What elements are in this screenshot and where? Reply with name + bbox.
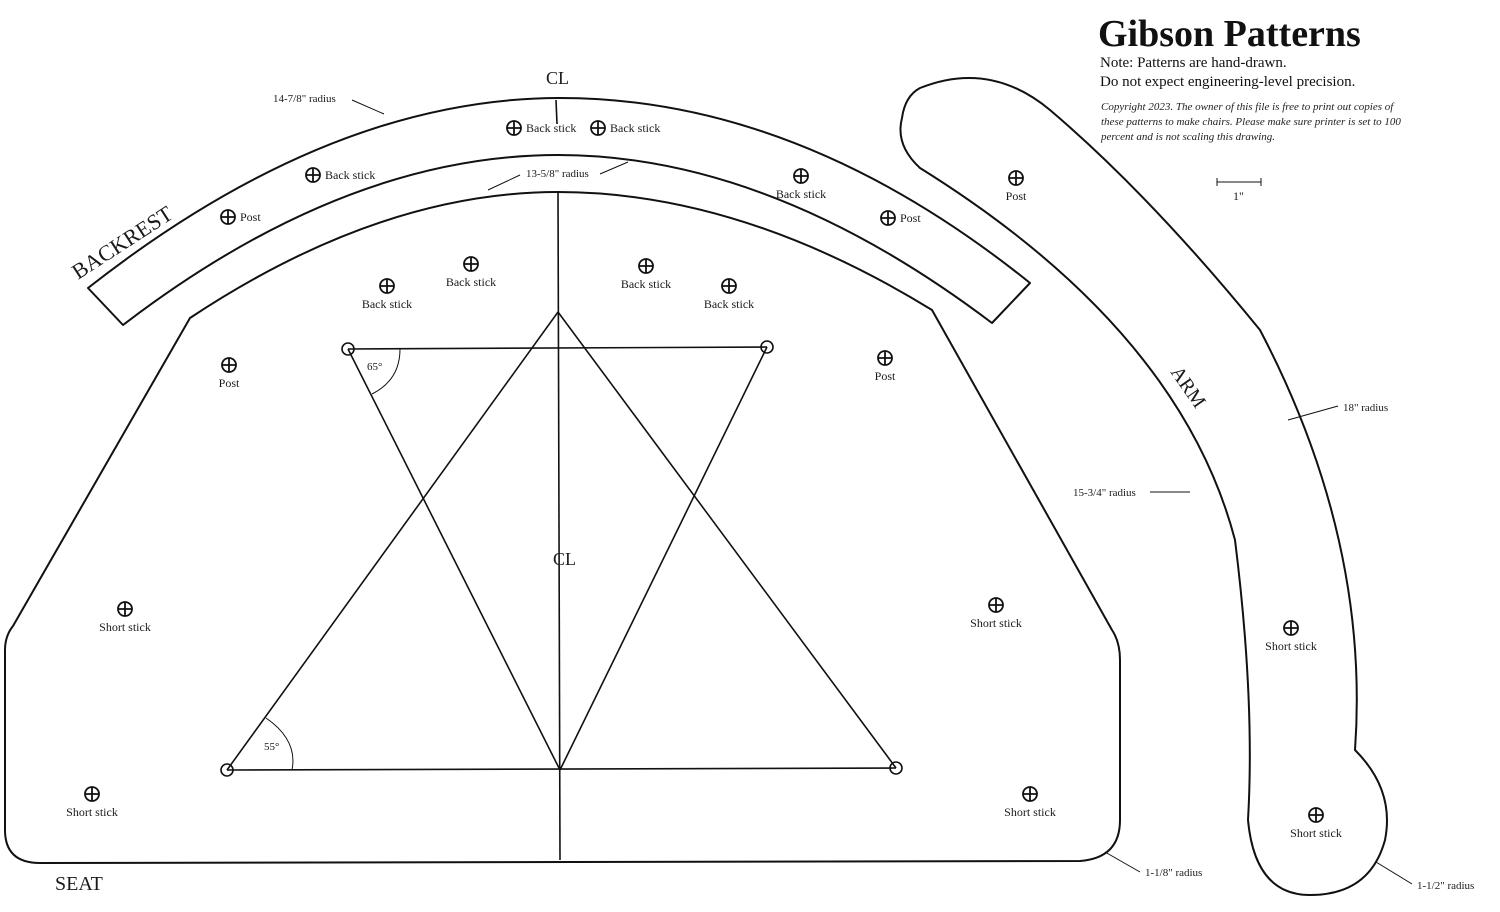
hole-label: Short stick xyxy=(66,805,118,819)
radius-callouts: 14-7/8" radius 13-5/8" radius 18" radius… xyxy=(273,93,1474,892)
hole-label: Back stick xyxy=(526,121,576,135)
hole-label: Short stick xyxy=(970,616,1022,630)
seat-hole: Short stick xyxy=(970,597,1022,630)
hole-label: Post xyxy=(1006,189,1027,203)
seat-label: SEAT xyxy=(55,873,103,895)
seat-hole: Back stick xyxy=(704,278,754,311)
seat-hole: Post xyxy=(219,357,240,390)
arm-label: ARM xyxy=(1166,362,1210,412)
hole-label: Post xyxy=(240,210,261,224)
note-line-1: Note: Patterns are hand-drawn. xyxy=(1100,55,1287,71)
centerline-mark-top: CL xyxy=(546,68,569,88)
hole-label: Post xyxy=(900,211,921,225)
angle-arc-top xyxy=(371,348,401,395)
seat-hole: Post xyxy=(875,350,896,383)
hole-label: Back stick xyxy=(704,297,754,311)
scale-bar: 1" xyxy=(1216,178,1262,203)
arm-hole: Short stick xyxy=(1290,807,1342,840)
hole-label: Back stick xyxy=(610,121,660,135)
arm-end-radius-label: 1-1/2" radius xyxy=(1417,880,1474,892)
hole-label: Short stick xyxy=(1004,805,1056,819)
backrest-hole: Back stick xyxy=(776,168,826,201)
backrest-centerline xyxy=(555,99,558,125)
seat-hole: Back stick xyxy=(621,258,671,291)
hole-label: Short stick xyxy=(1265,639,1317,653)
note-line-2: Do not expect engineering-level precisio… xyxy=(1100,74,1356,90)
back-outer-radius-label: 14-7/8" radius xyxy=(273,93,336,105)
hole-label: Back stick xyxy=(362,297,412,311)
page-title: Gibson Patterns xyxy=(1098,13,1361,55)
hole-label: Back stick xyxy=(621,277,671,291)
angle-arc-bottom xyxy=(265,717,294,771)
seat-hole: Short stick xyxy=(1004,786,1056,819)
hole-label: Post xyxy=(219,376,240,390)
seat-corner-radius-label: 1-1/8" radius xyxy=(1145,867,1202,879)
arm-outer-radius-label: 18" radius xyxy=(1343,402,1388,414)
seat-hole: Back stick xyxy=(446,256,496,289)
hole-label: Back stick xyxy=(776,187,826,201)
hole-label: Back stick xyxy=(325,168,375,182)
backrest-hole: Back stick xyxy=(305,167,375,183)
hole-label: Back stick xyxy=(446,275,496,289)
scale-bar-label: 1" xyxy=(1233,189,1244,203)
seat-outline xyxy=(4,191,1121,864)
arm-inner-radius-label: 15-3/4" radius xyxy=(1073,487,1136,499)
backrest-hole: Back stick xyxy=(590,120,660,136)
backrest-label: BACKREST xyxy=(67,200,177,284)
angle-label-bottom: 55° xyxy=(264,741,279,753)
backrest-hole: Post xyxy=(220,209,261,225)
angle-label-top: 65° xyxy=(367,361,382,373)
backrest-hole: Back stick xyxy=(506,120,576,136)
seat-hole: Short stick xyxy=(66,786,118,819)
arm-hole: Short stick xyxy=(1265,620,1317,653)
layout-lines xyxy=(220,311,903,777)
hole-label: Short stick xyxy=(99,620,151,634)
seat-centerline xyxy=(557,191,561,861)
arm-hole: Post xyxy=(1006,170,1027,203)
arm-outline xyxy=(899,77,1388,896)
hole-label: Short stick xyxy=(1290,826,1342,840)
backrest-outline xyxy=(87,97,1031,326)
centerline-mark-seat: CL xyxy=(553,549,576,569)
hole-label: Post xyxy=(875,369,896,383)
seat-hole: Back stick xyxy=(362,278,412,311)
back-inner-radius-label: 13-5/8" radius xyxy=(526,168,589,180)
copyright-notice: Copyright 2023. The owner of this file i… xyxy=(1101,101,1401,143)
backrest-hole: Post xyxy=(880,210,921,226)
seat-hole: Short stick xyxy=(99,601,151,634)
